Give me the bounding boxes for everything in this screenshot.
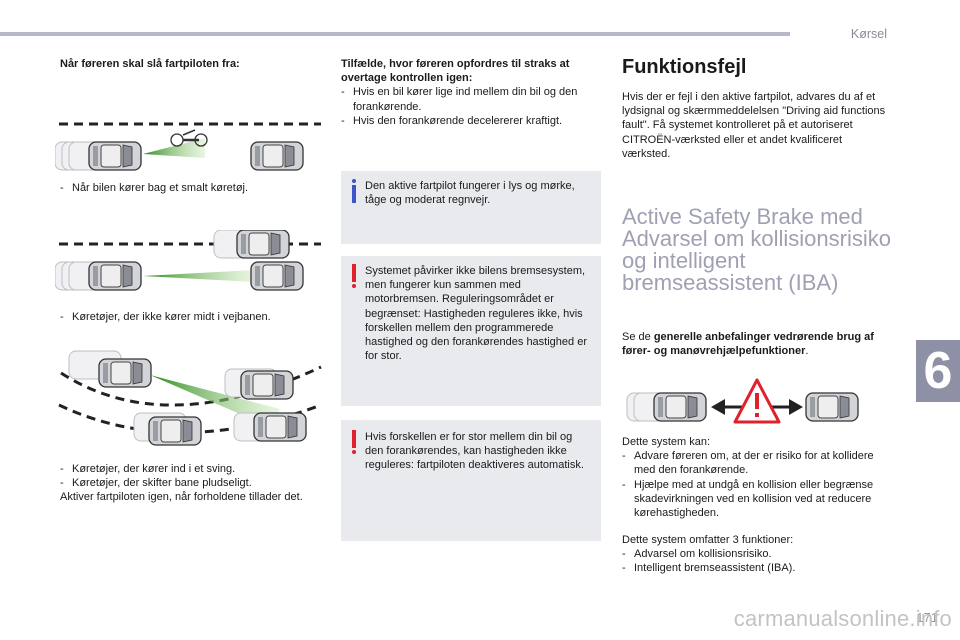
warning-box-1: Systemet påvirker ikke bilens bremsesyst… (341, 256, 601, 406)
col2-heading: Tilfælde, hvor føreren opfordres til str… (341, 58, 570, 85)
col1-item-curve: Køretøjer, der kører ind i et sving. (72, 463, 236, 475)
col2-item-cutin: Hvis en bil kører lige ind mellem din bi… (353, 86, 578, 113)
col1-item-offcenter: -Køretøjer, der ikke kører midt i vejban… (60, 311, 271, 323)
col1-closing: Aktiver fartpiloten igen, når forholdene… (60, 491, 303, 504)
diagram-curve (58, 350, 322, 446)
warning-icon (351, 430, 356, 454)
chapter-tab: 6 (916, 340, 960, 402)
diagram-collision-warning (626, 378, 859, 424)
functions-intro: Dette system omfatter 3 funktioner: (622, 534, 794, 546)
reference-text: Se de generelle anbefalinger vedrørende … (622, 331, 874, 358)
function-item-collision-warning: Advarsel om kollisionsrisiko. (634, 548, 772, 561)
info-note-box: Den aktive fartpilot fungerer i lys og m… (341, 171, 601, 244)
header-bar (0, 32, 790, 36)
col2-item-decel: Hvis den forankørende decelererer krafti… (353, 114, 563, 127)
section-title: Kørsel (850, 27, 887, 41)
warning-text-1: Systemet påvirker ikke bilens bremsesyst… (365, 265, 587, 363)
function-item-iba: Intelligent bremseassistent (IBA). (634, 562, 796, 575)
col1-lower-text: -Køretøjer, der kører ind i et sving. -K… (60, 462, 320, 505)
warning-box-2: Hvis forskellen er for stor mellem din b… (341, 420, 601, 541)
warning-icon (351, 264, 356, 288)
col1-heading: Når føreren skal slå fartpiloten fra: (60, 58, 240, 70)
info-icon (351, 179, 356, 203)
system-capabilities: Dette system kan: -Advare føreren om, at… (622, 435, 887, 520)
heading-active-safety-brake: Active Safety Brake med Advarsel om koll… (622, 204, 891, 295)
diagram-narrow-vehicle (55, 122, 321, 171)
info-note-text: Den aktive fartpilot fungerer i lys og m… (365, 180, 575, 207)
fault-text: Hvis der er fejl i den aktive fartpilot,… (622, 91, 886, 160)
heading-fault: Funktionsfejl (622, 56, 747, 78)
diagram-off-center (55, 230, 321, 291)
system-intro: Dette system kan: (622, 436, 711, 448)
col1-item-lanechange: Køretøjer, der skifter bane pludseligt. (72, 477, 252, 490)
col2-top-text: Tilfælde, hvor føreren opfordres til str… (341, 57, 601, 128)
page-number: 171 (916, 610, 938, 625)
system-item-warn: Advare føreren om, at der er risiko for … (634, 450, 874, 477)
col1-item-narrow: -Når bilen kører bag et smalt køretøj. (60, 182, 249, 194)
watermark: carmanualsonline.info (733, 606, 952, 631)
system-functions: Dette system omfatter 3 funktioner: -Adv… (622, 533, 887, 576)
reference-link: generelle anbefalinger vedrørende brug a… (622, 331, 874, 358)
warning-text-2: Hvis forskellen er for stor mellem din b… (365, 431, 584, 472)
system-item-brake: Hjælpe med at undgå en kollision eller b… (634, 478, 874, 520)
